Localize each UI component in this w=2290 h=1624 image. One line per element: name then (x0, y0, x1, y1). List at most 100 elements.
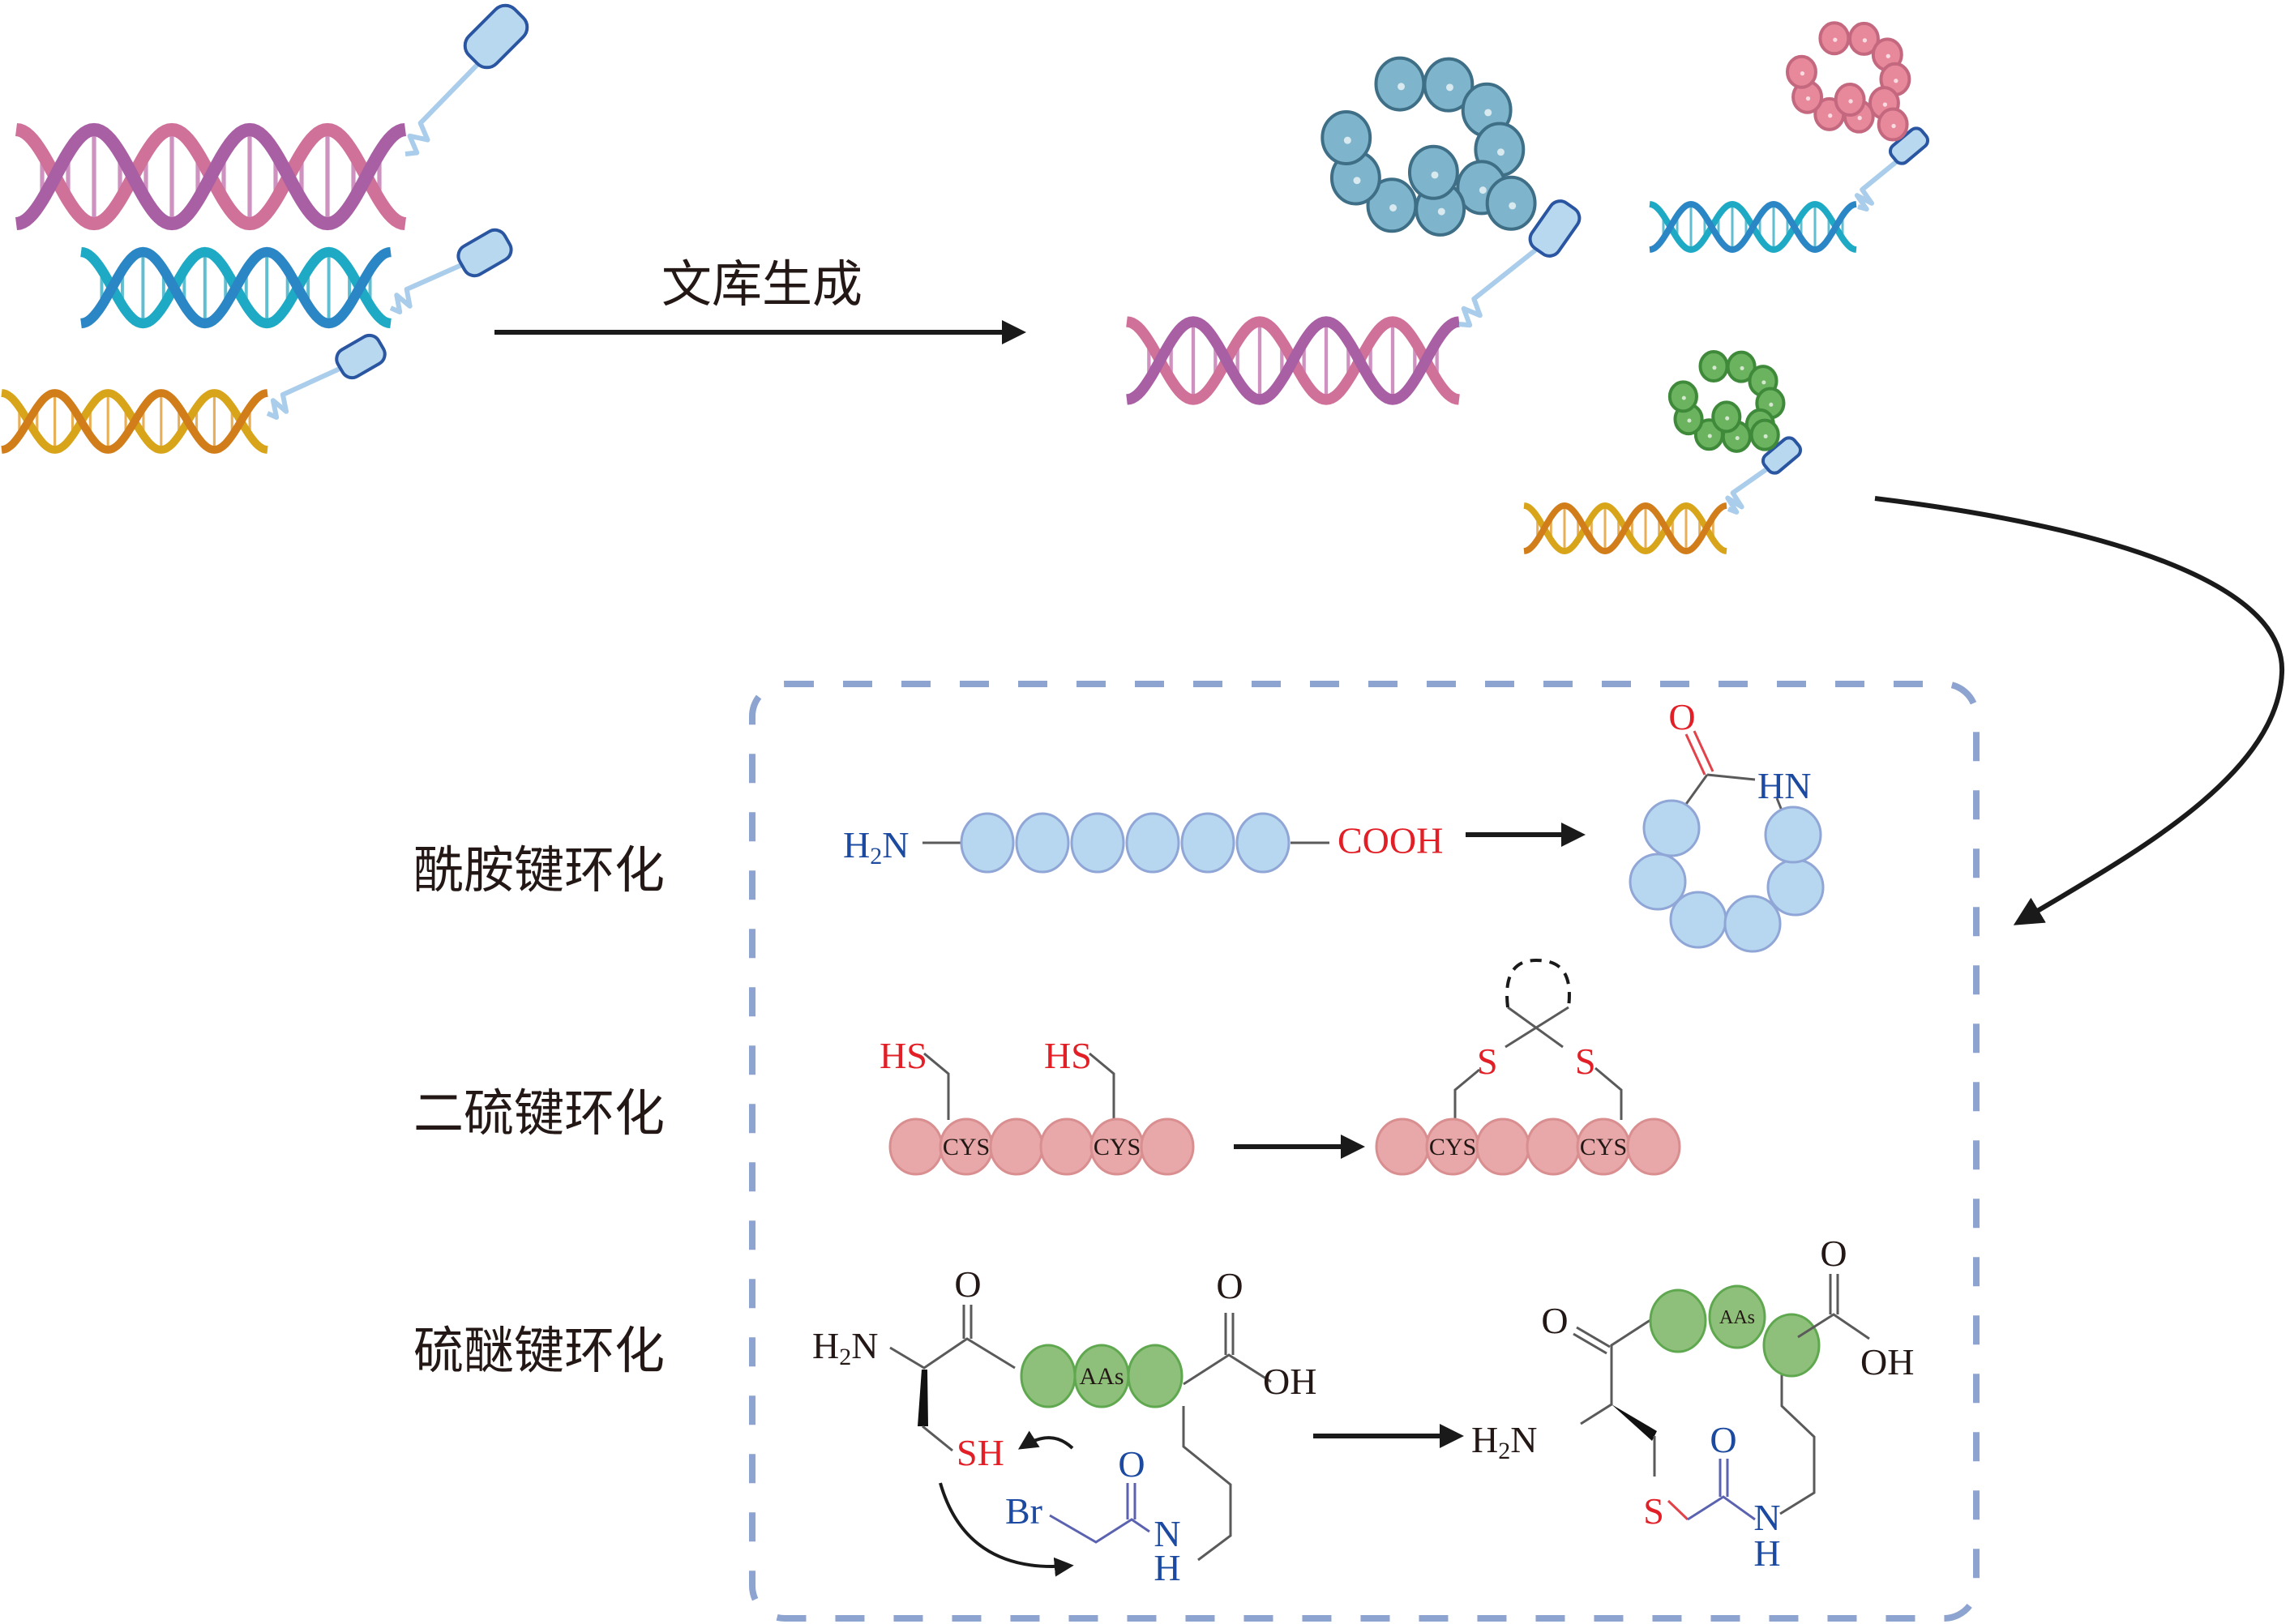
library-members-group (1126, 21, 1930, 554)
s-2-bond-upper (1507, 1006, 1564, 1049)
product-acetamide (1687, 1495, 1756, 1521)
bead-highlight (1857, 115, 1862, 121)
bead-highlight (1763, 434, 1768, 438)
bead-highlight (1800, 71, 1805, 76)
cys-label: CYS (1094, 1134, 1141, 1160)
input-dna-3 (1, 389, 268, 454)
dna-strand (1126, 316, 1460, 405)
dna-strand (80, 246, 392, 329)
thioether-product: H2N O S O N H AAs O OH (1471, 1233, 1914, 1574)
bead-highlight (1343, 136, 1351, 144)
bead-highlight (1431, 171, 1439, 179)
dna-strand (1, 389, 268, 454)
carbonyl-n-bond (1706, 773, 1756, 781)
thioether-beads-a: AAs (1020, 1344, 1184, 1408)
amide-carbonyl-o: O (1668, 696, 1695, 737)
reactant-amide-n: N (1154, 1513, 1180, 1554)
amino-acid-bead (1070, 812, 1125, 874)
input-linker-2 (389, 257, 476, 314)
electron-arrow-1 (1017, 1430, 1074, 1450)
label-thioether-cyclization: 硫醚键环化 (413, 1321, 665, 1380)
amide-reactant: H2N COOH (843, 812, 1443, 874)
cys-label: CYS (943, 1134, 990, 1160)
reactant-ketone-o: O (954, 1263, 981, 1305)
product-ketone-1 (1576, 1326, 1611, 1348)
input-tag-2 (456, 228, 513, 278)
amino-acid-bead (960, 812, 1015, 874)
thiol-1-bond (923, 1052, 950, 1120)
s-ch2-bond (1667, 1499, 1689, 1521)
electron-arrow-2 (939, 1482, 1074, 1577)
bead-highlight (1681, 395, 1686, 400)
bead-highlight (1735, 436, 1740, 441)
lys-sidechain (1182, 1406, 1232, 1562)
bead-highlight (1769, 402, 1774, 407)
thiol-2-bond (1089, 1052, 1115, 1120)
aas-label: AAs (1719, 1307, 1755, 1328)
product-wedge-bond (1612, 1404, 1657, 1441)
s-2-bond-lower (1594, 1066, 1623, 1120)
amino-acid-bead (1526, 1118, 1581, 1176)
amide-product: O HN (1629, 696, 1825, 953)
library-linker-1 (1458, 241, 1546, 328)
amino-acid-bead (1764, 806, 1822, 864)
amino-acid-bead (1375, 1118, 1430, 1176)
amide-beads (960, 812, 1291, 874)
amino-acid-bead (989, 1118, 1044, 1176)
input-linker-1 (404, 45, 497, 156)
bead-highlight (1712, 365, 1717, 370)
library-linker-2 (1854, 156, 1903, 212)
amino-acid-bead (1723, 895, 1782, 953)
thiol-2: HS (1044, 1035, 1092, 1076)
bead-highlight (1687, 418, 1692, 423)
bead-highlight (1891, 123, 1896, 129)
dna-strand (1523, 502, 1727, 554)
amino-acid-bead (1235, 812, 1291, 874)
sulfur-2: S (1575, 1041, 1596, 1082)
bead-highlight (1886, 53, 1890, 58)
bead-highlight (1894, 79, 1898, 83)
input-tag-3 (335, 333, 387, 380)
thioether-reactant: H2N O SH AAs O OH N H O Br (812, 1263, 1316, 1588)
reactant-bromo: Br (1005, 1490, 1042, 1532)
product-acid-bond (1797, 1313, 1870, 1340)
reactant-thiol: SH (957, 1432, 1004, 1473)
disulfide-loop-dashed (1505, 958, 1571, 1008)
library-step-label: 文库生成 (661, 254, 862, 314)
product-ketone-2 (1573, 1332, 1607, 1355)
product-aas-beads: AAs (1649, 1284, 1821, 1378)
disulfide-beads-a: CYS CYS (888, 1118, 1195, 1176)
bead-highlight (1707, 434, 1712, 438)
amino-acid-bead (1669, 891, 1727, 949)
reactant-acid-oh: OH (1263, 1361, 1316, 1402)
library-tag-1 (1528, 199, 1582, 258)
library-peptide-green (1667, 350, 1786, 453)
disulfide-linear-chain: CYS CYS (888, 1118, 1195, 1176)
input-linker-3 (266, 362, 350, 420)
reactant-acid-o: O (1216, 1265, 1243, 1306)
product-sulfur: S (1643, 1490, 1664, 1532)
reactant-amide-o: O (1118, 1443, 1145, 1485)
amino-acid-bead (1626, 1118, 1681, 1176)
product-amide-h: H (1753, 1532, 1780, 1574)
amino-acid-bead (1642, 799, 1701, 857)
library-peptide-pink (1785, 21, 1911, 142)
input-dna-2 (80, 246, 392, 329)
library-generation-step: 文库生成 (494, 254, 1026, 344)
product-lys-sidechain (1779, 1361, 1816, 1515)
sulfur-1: S (1477, 1041, 1498, 1082)
bead-highlight (1725, 416, 1730, 421)
bead-highlight (1828, 113, 1833, 118)
dna-strand (15, 122, 407, 231)
curved-arrow-to-cyclization (1874, 496, 2285, 925)
product-amide-n: N (1753, 1497, 1780, 1538)
bead-highlight (1740, 365, 1744, 370)
bead-highlight (1437, 207, 1445, 216)
bead-highlight (1805, 96, 1811, 101)
amino-acid-bead (1762, 1313, 1821, 1378)
input-tag-1 (463, 3, 529, 70)
